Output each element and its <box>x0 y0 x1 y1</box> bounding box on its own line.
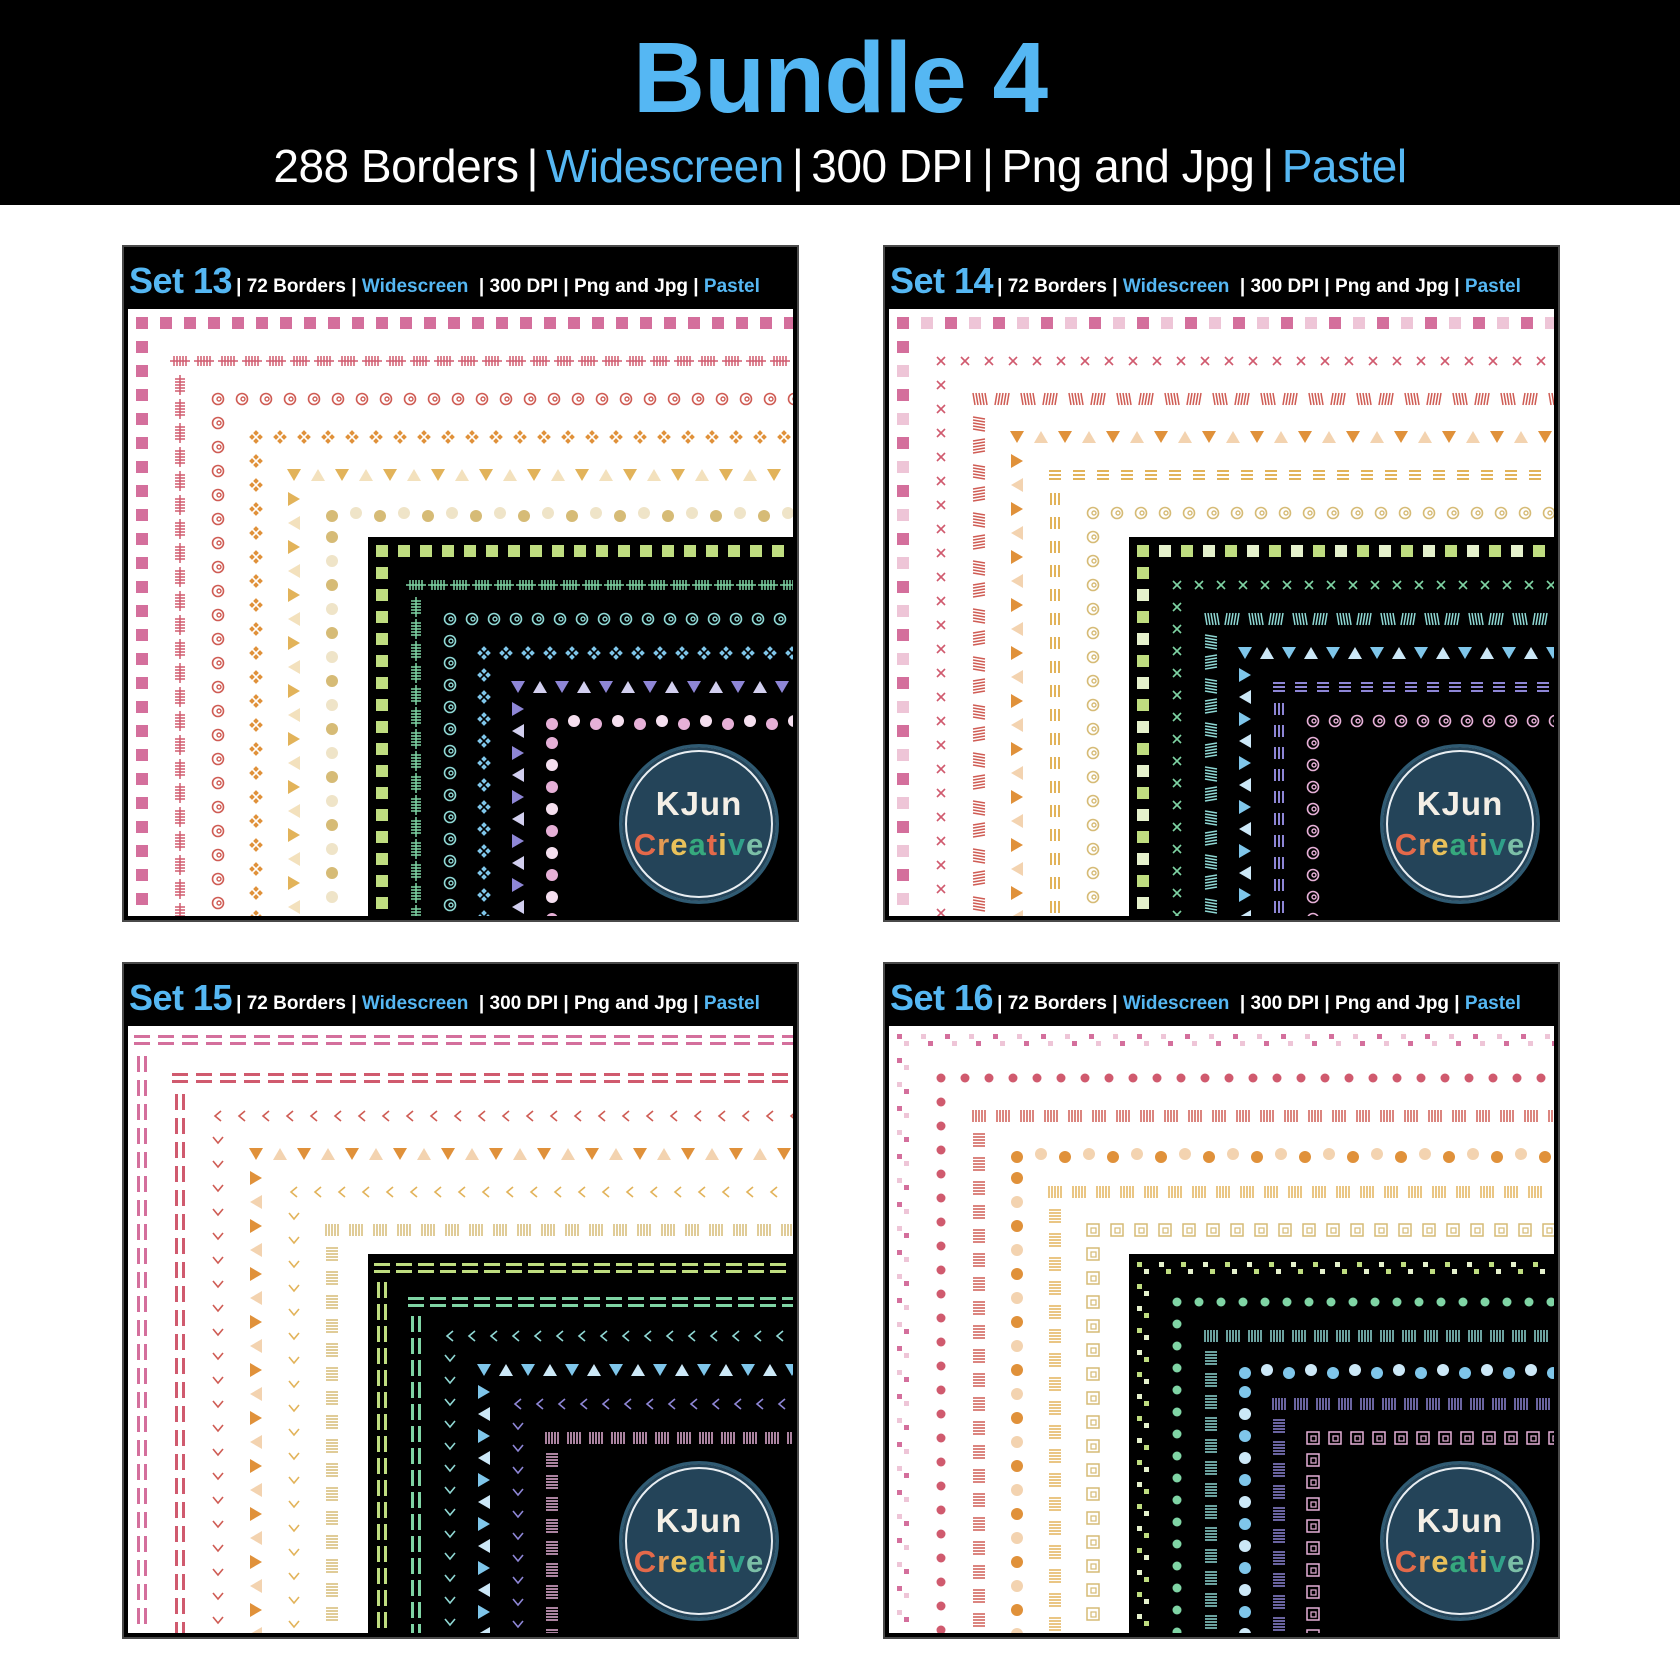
bundle-subtitle: 288 Borders|Widescreen|300 DPI|Png and J… <box>0 138 1680 194</box>
panel-title-bar: Set 14 | 72 Borders | Widescreen | 300 D… <box>885 247 1558 309</box>
subtitle-separator: | <box>982 140 994 192</box>
dark-borders-preview <box>1137 1262 1554 1633</box>
set-panel-15: Set 15 | 72 Borders | Widescreen | 300 D… <box>122 962 799 1639</box>
kjun-creative-logo: KJun Creative <box>619 1461 779 1621</box>
kjun-creative-logo: KJun Creative <box>1380 744 1540 904</box>
subtitle-style: Pastel <box>1281 140 1407 192</box>
subtitle-separator: | <box>791 140 804 192</box>
set-panel-13: Set 13 | 72 Borders | Widescreen | 300 D… <box>122 245 799 922</box>
light-borders-preview <box>134 1035 793 1633</box>
subtitle-dpi: 300 DPI <box>811 140 974 192</box>
panel-title-bar: Set 13 | 72 Borders | Widescreen | 300 D… <box>124 247 797 309</box>
logo-line1: KJun <box>1416 785 1504 822</box>
border-preview-canvas: KJun Creative <box>889 1026 1554 1633</box>
subtitle-separator: | <box>1262 140 1274 192</box>
set-meta: | 72 Borders | Widescreen | 300 DPI | Pn… <box>997 993 1521 1014</box>
kjun-creative-logo: KJun Creative <box>619 744 779 904</box>
logo-line1: KJun <box>655 785 743 822</box>
set-name: Set 16 <box>890 977 994 1018</box>
subtitle-format: Widescreen <box>545 140 784 192</box>
subtitle-files: Png and Jpg <box>1001 140 1255 192</box>
bundle-title: Bundle 4 <box>632 22 1048 134</box>
border-preview-canvas: KJun Creative <box>889 309 1554 916</box>
set-name: Set 15 <box>129 977 233 1018</box>
logo-line2: Creative <box>633 827 765 862</box>
panel-title-bar: Set 16 | 72 Borders | Widescreen | 300 D… <box>885 964 1558 1026</box>
set-name: Set 14 <box>890 260 994 301</box>
panel-title-bar: Set 15 | 72 Borders | Widescreen | 300 D… <box>124 964 797 1026</box>
set-meta: | 72 Borders | Widescreen | 300 DPI | Pn… <box>997 276 1521 297</box>
set-panel-14: Set 14 | 72 Borders | Widescreen | 300 D… <box>883 245 1560 922</box>
light-borders-preview <box>897 317 1554 916</box>
set-meta: | 72 Borders | Widescreen | 300 DPI | Pn… <box>236 276 760 297</box>
light-borders-preview <box>136 317 793 916</box>
dark-borders-preview <box>374 1263 793 1633</box>
set-panel-16: Set 16 | 72 Borders | Widescreen | 300 D… <box>883 962 1560 1639</box>
border-preview-canvas: KJun Creative <box>128 309 793 916</box>
logo-line1: KJun <box>655 1502 743 1539</box>
logo-line2: Creative <box>633 1544 765 1579</box>
set-name: Set 13 <box>129 260 233 301</box>
dark-borders-preview <box>1137 545 1554 916</box>
subtitle-count: 288 Borders <box>273 140 519 192</box>
subtitle-separator: | <box>526 140 539 192</box>
border-preview-canvas: KJun Creative <box>128 1026 793 1633</box>
bundle-header: Bundle 4 288 Borders|Widescreen|300 DPI|… <box>0 0 1680 205</box>
logo-line1: KJun <box>1416 1502 1504 1539</box>
light-borders-preview <box>897 1034 1554 1633</box>
logo-line2: Creative <box>1394 1544 1526 1579</box>
kjun-creative-logo: KJun Creative <box>1380 1461 1540 1621</box>
dark-borders-preview <box>376 545 793 916</box>
set-meta: | 72 Borders | Widescreen | 300 DPI | Pn… <box>236 993 760 1014</box>
logo-line2: Creative <box>1394 827 1526 862</box>
